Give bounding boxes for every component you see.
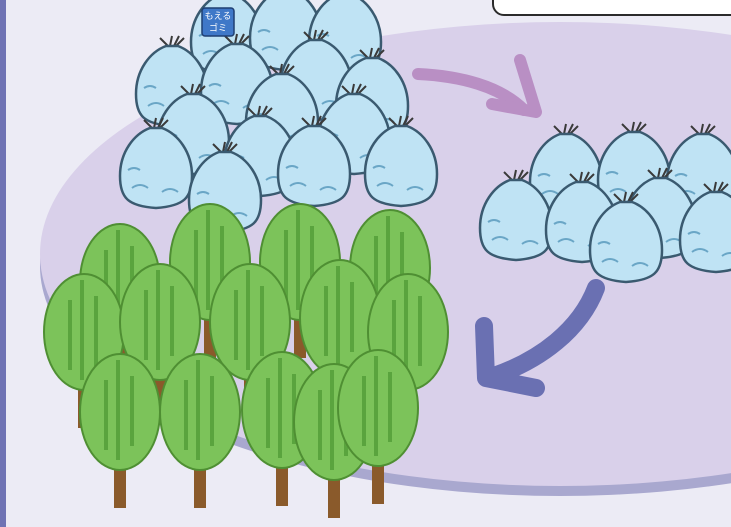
arrowhead-top bbox=[486, 54, 542, 118]
left-side-bar bbox=[0, 0, 6, 527]
bag-label-line1: もえる bbox=[205, 11, 232, 22]
curved-arrow-icon bbox=[485, 279, 605, 385]
bag-label-line2: ゴミ bbox=[209, 22, 227, 34]
bag-label-sample: もえる ゴミ bbox=[201, 7, 235, 37]
caption-box bbox=[492, 0, 731, 16]
arrowhead-bottom bbox=[475, 317, 545, 397]
